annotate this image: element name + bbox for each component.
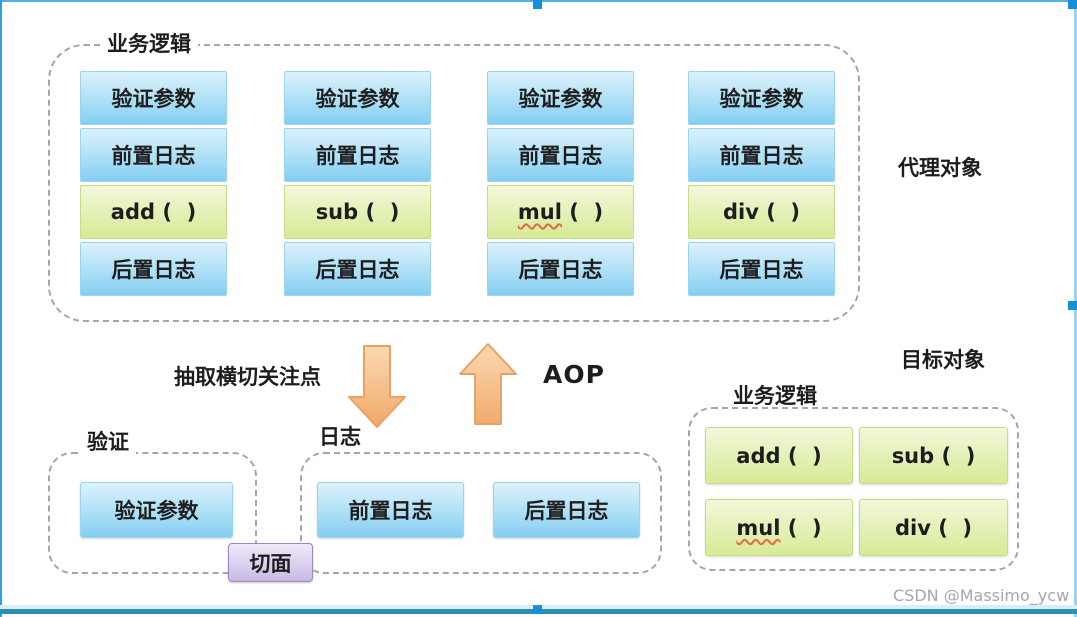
target-group-label: 业务逻辑 bbox=[726, 383, 824, 409]
target-method-div: div ( ) bbox=[859, 499, 1008, 556]
validate-params-cell: 验证参数 bbox=[284, 71, 431, 125]
after-log-cell: 后置日志 bbox=[80, 242, 227, 296]
watermark: CSDN @Massimo_ycw bbox=[893, 586, 1070, 605]
proxy-object-label: 代理对象 bbox=[898, 156, 982, 180]
down-arrow-icon bbox=[348, 345, 406, 428]
method-name: add bbox=[736, 443, 781, 468]
target-group-box bbox=[688, 407, 1019, 571]
method-parens: ( ) bbox=[358, 200, 400, 224]
extract-crosscut-label: 抽取横切关注点 bbox=[174, 365, 321, 389]
method-name: mul bbox=[517, 200, 562, 224]
up-arrow-icon bbox=[459, 343, 517, 425]
after-log-cell: 后置日志 bbox=[284, 242, 431, 296]
method-parens: ( ) bbox=[155, 200, 197, 224]
proxy-stack-mul: 验证参数 前置日志 mul ( ) 后置日志 bbox=[487, 71, 634, 296]
before-log-cell: 前置日志 bbox=[284, 128, 431, 182]
selection-handle-top-right[interactable] bbox=[1068, 0, 1077, 9]
method-cell-div: div ( ) bbox=[688, 185, 835, 239]
validate-params-box: 验证参数 bbox=[80, 482, 233, 538]
before-log-box: 前置日志 bbox=[317, 482, 464, 538]
target-method-add: add ( ) bbox=[705, 427, 853, 484]
after-log-box: 后置日志 bbox=[493, 482, 640, 538]
before-log-cell: 前置日志 bbox=[487, 128, 634, 182]
proxy-group-box bbox=[48, 44, 860, 322]
method-parens: ( ) bbox=[561, 200, 604, 224]
validate-params-cell: 验证参数 bbox=[688, 71, 835, 125]
target-method-mul: mul ( ) bbox=[705, 499, 853, 556]
method-name: mul bbox=[736, 515, 781, 540]
method-parens: ( ) bbox=[780, 515, 822, 540]
proxy-stack-add: 验证参数 前置日志 add ( ) 后置日志 bbox=[80, 71, 227, 296]
selection-handle-bottom[interactable] bbox=[533, 605, 542, 614]
target-object-label: 目标对象 bbox=[901, 348, 985, 372]
method-name: div bbox=[722, 200, 759, 224]
method-cell-sub: sub ( ) bbox=[284, 185, 431, 239]
log-group-box bbox=[300, 452, 662, 574]
before-log-cell: 前置日志 bbox=[80, 128, 227, 182]
after-log-cell: 后置日志 bbox=[487, 242, 634, 296]
proxy-stack-sub: 验证参数 前置日志 sub ( ) 后置日志 bbox=[284, 71, 431, 296]
validate-params-cell: 验证参数 bbox=[80, 71, 227, 125]
validation-group-box bbox=[48, 452, 257, 574]
validation-group-label: 验证 bbox=[80, 429, 136, 455]
aop-label: AOP bbox=[543, 360, 605, 389]
log-group-label: 日志 bbox=[312, 424, 368, 450]
after-log-cell: 后置日志 bbox=[688, 242, 835, 296]
selection-handle-right[interactable] bbox=[1068, 301, 1077, 310]
method-name: div bbox=[894, 515, 931, 540]
method-name: add bbox=[110, 200, 156, 224]
method-name: sub bbox=[891, 443, 935, 468]
method-parens: ( ) bbox=[934, 443, 976, 468]
validate-params-cell: 验证参数 bbox=[487, 71, 634, 125]
selection-border-left bbox=[0, 0, 2, 617]
method-cell-mul: mul ( ) bbox=[487, 185, 634, 239]
proxy-stack-div: 验证参数 前置日志 div ( ) 后置日志 bbox=[688, 71, 835, 296]
method-cell-add: add ( ) bbox=[80, 185, 227, 239]
method-parens: ( ) bbox=[780, 443, 822, 468]
before-log-cell: 前置日志 bbox=[688, 128, 835, 182]
selection-handle-top[interactable] bbox=[533, 0, 542, 9]
aspect-badge: 切面 bbox=[228, 543, 313, 582]
method-name: sub bbox=[315, 200, 359, 224]
proxy-group-label: 业务逻辑 bbox=[100, 31, 198, 57]
method-parens: ( ) bbox=[758, 200, 801, 224]
method-parens: ( ) bbox=[930, 515, 973, 540]
target-method-sub: sub ( ) bbox=[859, 427, 1008, 484]
